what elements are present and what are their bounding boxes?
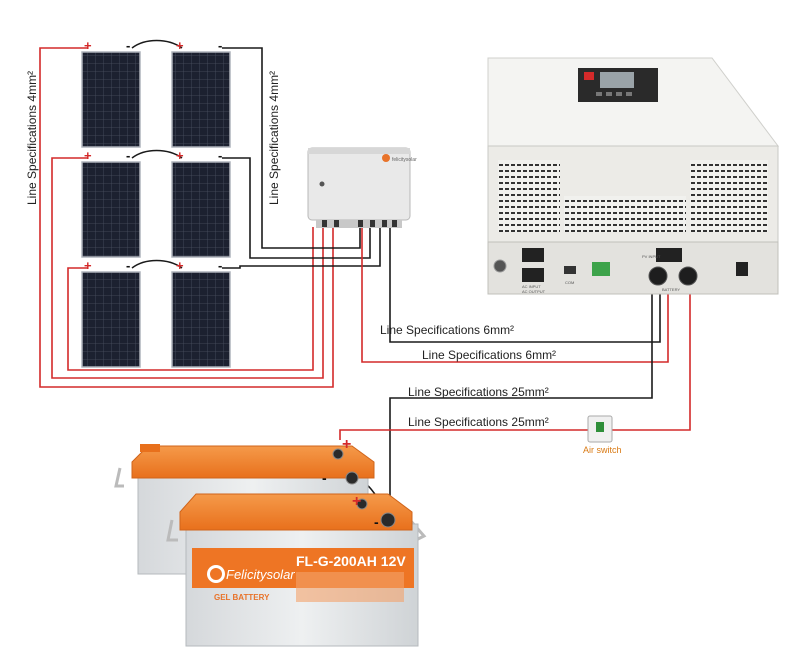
panel-4-minus-marker: - (218, 148, 222, 163)
battery-back-negative-terminal (345, 471, 359, 485)
inverter-vent-top (564, 196, 686, 232)
battery-terminal-positive (678, 266, 698, 286)
solar-panel-3 (81, 161, 141, 258)
pv-negative-wire-low (222, 227, 381, 269)
pv-negative-wire-top (222, 47, 361, 249)
com-port-label: COM (565, 280, 574, 285)
pv-inverter-line-spec-a: Line Specifications 6mm² (380, 323, 514, 337)
battery-type: GEL BATTERY (214, 593, 270, 602)
battery-back-positive-terminal (332, 448, 344, 460)
panel-2-plus-marker: + (176, 38, 184, 53)
series-jumper-mid (131, 149, 183, 159)
solar-panel-2 (171, 51, 231, 148)
pv-negative-wire-mid (222, 157, 371, 259)
ac-output-port-label: AC OUTPUT (522, 289, 546, 294)
panel-2-minus-marker: - (218, 38, 222, 53)
battery-brand: Felicitysolar (226, 567, 295, 582)
pv-line-spec-left: Line Specifications 4mm² (25, 71, 39, 205)
inverter-reset-knob (493, 259, 507, 273)
pv-input-port-label: PV INPUT (642, 254, 661, 259)
pv-input-terminal (656, 248, 682, 262)
dry-contact-terminal (592, 262, 610, 276)
panel-3-minus-marker: - (126, 148, 130, 163)
pv-positive-wire-mid (51, 157, 324, 379)
combiner-box: felicitysolar (307, 147, 417, 228)
air-switch: Air switch (583, 415, 622, 455)
inverter-vent-right (690, 160, 768, 232)
battery-positive-wire (339, 429, 588, 440)
dc-wiring (339, 227, 691, 505)
pv-inverter-line-spec-b: Line Specifications 6mm² (422, 348, 556, 362)
panel-5-plus-marker: + (84, 258, 92, 273)
pv-positive-wire-left (39, 47, 334, 388)
battery-front-negative-terminal (380, 512, 396, 528)
pv-line-spec-right: Line Specifications 4mm² (267, 71, 281, 205)
airswitch-to-inverter-wire (612, 280, 691, 431)
panel-5-minus-marker: - (126, 258, 130, 273)
battery-line-spec-b: Line Specifications 25mm² (408, 415, 549, 429)
battery-front-minus-marker: - (374, 514, 379, 530)
inverter-lcd (600, 72, 634, 88)
solar-panel-5 (81, 271, 141, 368)
battery-back-plus-marker: + (342, 436, 351, 453)
combiner-lock (319, 181, 325, 187)
combiner-negative-to-inverter (389, 227, 661, 343)
battery-front-positive-terminal (356, 498, 368, 510)
ac-input-terminal (522, 248, 544, 262)
solar-panel-4 (171, 161, 231, 258)
battery-front-plus-marker: + (352, 493, 361, 510)
inverter-logo-icon (584, 72, 594, 80)
series-jumper-low (131, 259, 183, 269)
power-switch (736, 262, 748, 276)
air-switch-label: Air switch (583, 445, 622, 455)
panel-4-plus-marker: + (176, 148, 184, 163)
combiner-positive-to-inverter (361, 227, 669, 363)
inverter: AC INPUT AC OUTPUT COM PV INPUT BATTERY (487, 57, 779, 295)
battery-line-spec-a: Line Specifications 25mm² (408, 385, 549, 399)
com-port (564, 266, 576, 274)
pv-wiring (39, 39, 381, 388)
series-jumper-top (131, 39, 183, 49)
ac-input-port-label: AC INPUT (522, 284, 541, 289)
inverter-vent-left (498, 160, 560, 232)
ac-output-terminal (522, 268, 544, 282)
panel-3-plus-marker: + (84, 148, 92, 163)
combiner-brand: felicitysolar (392, 157, 417, 163)
panel-6-minus-marker: - (218, 258, 222, 273)
panel-1-plus-marker: + (84, 38, 92, 53)
combiner-logo-icon (382, 154, 390, 162)
battery-back-minus-marker: - (322, 470, 327, 486)
battery-front: Felicitysolar FL-G-200AH 12V GEL BATTERY… (166, 493, 427, 647)
solar-array: + - + - + - + - + - + - (81, 38, 231, 368)
solar-panel-1 (81, 51, 141, 148)
pv-positive-wire-low (67, 227, 314, 371)
panel-6-plus-marker: + (176, 258, 184, 273)
solar-panel-6 (171, 271, 231, 368)
battery-terminal-negative (648, 266, 668, 286)
battery-port-label: BATTERY (662, 287, 680, 292)
battery-negative-wire (389, 280, 653, 505)
battery-model: FL-G-200AH 12V (296, 553, 406, 569)
panel-1-minus-marker: - (126, 38, 130, 53)
